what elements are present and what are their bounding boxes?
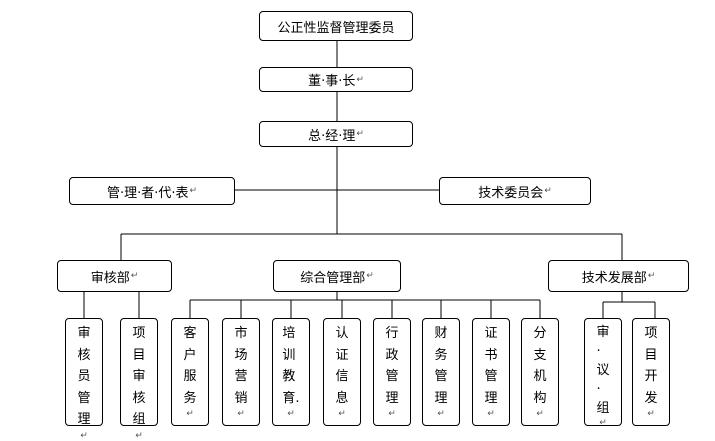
certificate-mgmt-label: 证 书 管 理 xyxy=(484,326,498,406)
paragraph-mark: ↵ xyxy=(338,409,346,419)
paragraph-mark: ↵ xyxy=(80,430,88,441)
committee-label: 公正性监督管理委员 xyxy=(277,20,395,36)
auditor-mgmt-label: 审 核 员 管 理 xyxy=(77,326,91,427)
general-dept-label: 综合管理部 xyxy=(300,270,366,286)
tech-committee-box: 技术委员会↵ xyxy=(439,177,591,205)
mgmt-rep-box: 管·理·者·代·表↵ xyxy=(69,177,235,205)
marketing-box: 市 场 营 销 ↵ xyxy=(222,318,260,426)
paragraph-mark: ↵ xyxy=(536,409,544,419)
finance-mgmt-label: 财 务 管 理 xyxy=(434,326,448,406)
paragraph-mark: ↵ xyxy=(544,186,552,196)
tech-dev-dept-box: 技术发展部↵ xyxy=(548,260,689,292)
cert-info-box: 认 证 信 息 ↵ xyxy=(323,318,361,426)
audit-dept-box: 审核部↵ xyxy=(57,260,172,292)
training-label: 培 训 教 育. xyxy=(282,326,300,406)
project-dev-label: 项 目 开 发 xyxy=(644,326,658,406)
training-box: 培 训 教 育. ↵ xyxy=(272,318,310,426)
cert-info-label: 认 证 信 息 xyxy=(335,326,349,406)
mgmt-rep-label: 管·理·者·代·表 xyxy=(106,185,189,201)
paragraph-mark: ↵ xyxy=(287,409,295,419)
admin-mgmt-box: 行 政 管 理 ↵ xyxy=(373,318,411,426)
finance-mgmt-box: 财 务 管 理 ↵ xyxy=(422,318,460,426)
project-dev-box: 项 目 开 发 ↵ xyxy=(632,318,670,426)
paragraph-mark: ↵ xyxy=(437,409,445,419)
certificate-mgmt-box: 证 书 管 理 ↵ xyxy=(472,318,510,426)
paragraph-mark: ↵ xyxy=(130,271,139,281)
paragraph-mark: ↵ xyxy=(647,271,656,281)
paragraph-mark: ↵ xyxy=(599,418,607,428)
review-group-label: 审 · 议 · 组 xyxy=(596,325,610,416)
paragraph-mark: ↵ xyxy=(135,430,143,441)
paragraph-mark: ↵ xyxy=(189,186,198,196)
gm-box: 总·经·理↵ xyxy=(259,121,413,147)
customer-service-box: 客 户 服 务 ↵ xyxy=(171,318,209,426)
gm-label: 总·经·理 xyxy=(308,128,356,144)
paragraph-mark: ↵ xyxy=(487,409,495,419)
admin-mgmt-label: 行 政 管 理 xyxy=(385,326,399,406)
paragraph-mark: ↵ xyxy=(356,74,364,85)
paragraph-mark: ↵ xyxy=(356,129,364,139)
marketing-label: 市 场 营 销 xyxy=(234,326,248,406)
paragraph-mark: ↵ xyxy=(388,409,396,419)
tech-committee-label: 技术委员会 xyxy=(478,185,544,201)
paragraph-mark: ↵ xyxy=(186,409,194,419)
customer-service-label: 客 户 服 务 xyxy=(183,326,197,406)
auditor-mgmt-box: 审 核 员 管 理 ↵ xyxy=(65,318,103,441)
branches-box: 分 支 机 构 ↵ xyxy=(521,318,559,426)
branches-label: 分 支 机 构 xyxy=(533,326,547,406)
chairman-label: 董·事·长 xyxy=(308,74,356,89)
general-dept-box: 综合管理部↵ xyxy=(273,260,401,292)
committee-box: 公正性监督管理委员 xyxy=(259,11,413,41)
tech-dev-dept-label: 技术发展部 xyxy=(581,270,647,286)
audit-dept-label: 审核部 xyxy=(90,270,130,286)
paragraph-mark: ↵ xyxy=(366,271,374,281)
paragraph-mark: ↵ xyxy=(237,409,245,419)
project-audit-group-label: 项 目 审 核 组 xyxy=(132,326,146,427)
chairman-box: 董·事·长↵ xyxy=(259,67,413,92)
paragraph-mark: ↵ xyxy=(647,409,655,419)
review-group-box: 审 · 议 · 组 ↵ xyxy=(584,318,622,428)
project-audit-group-box: 项 目 审 核 组 ↵ xyxy=(120,318,158,441)
